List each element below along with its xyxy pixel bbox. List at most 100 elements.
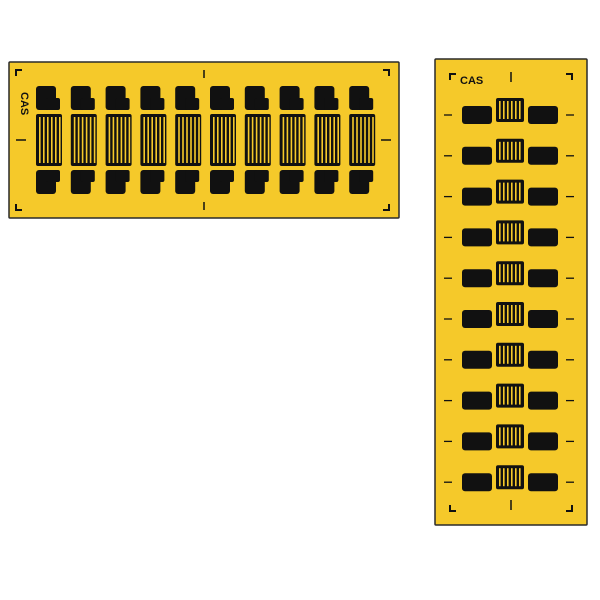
grid-gap <box>360 117 362 163</box>
horizontal-gauge <box>70 86 97 194</box>
grid-gap <box>178 117 180 163</box>
grid-gap <box>259 117 262 163</box>
horizontal-gauge <box>244 86 271 194</box>
solder-tab-neck <box>289 170 304 182</box>
grid-gap <box>81 117 84 163</box>
solder-tab-neck <box>80 170 95 182</box>
grid-gap <box>267 117 270 163</box>
solder-tab <box>528 432 558 451</box>
vertical-gauge <box>444 465 574 492</box>
grid-gap <box>190 117 192 163</box>
grid-gap <box>337 117 339 163</box>
grid-gap <box>372 117 374 163</box>
grid-gap <box>499 386 501 405</box>
grid-gap <box>507 182 509 201</box>
solder-tab-neck <box>115 170 130 182</box>
horizontal-gauge <box>175 86 202 194</box>
horizontal-gauge <box>105 86 132 194</box>
grid-gap <box>159 117 161 163</box>
grid-gap <box>503 345 505 364</box>
horizontal-gauge <box>314 86 341 194</box>
solder-tab <box>462 228 492 247</box>
grid-gap <box>519 468 521 487</box>
solder-tab-neck <box>115 98 130 110</box>
solder-tab-neck <box>359 98 374 110</box>
grid-gap <box>364 117 366 163</box>
horizontal-strip-substrate <box>8 61 400 219</box>
grid-gap <box>511 264 513 283</box>
grid-gap <box>294 117 297 163</box>
horizontal-gauge <box>279 86 306 194</box>
grid-gap <box>282 117 285 163</box>
grid-gap <box>499 141 501 160</box>
grid-gap <box>503 305 505 323</box>
grid-gap <box>194 117 196 163</box>
grid-gap <box>515 264 517 283</box>
grid-gap <box>217 117 219 163</box>
grid-gap <box>225 117 227 163</box>
solder-tab <box>462 310 492 328</box>
solder-tab <box>462 391 492 410</box>
grid-gap <box>511 305 513 323</box>
grid-gap <box>124 117 127 163</box>
grid-gap <box>507 345 509 364</box>
solder-tab-neck <box>150 98 165 110</box>
grid-gap <box>317 117 319 163</box>
vertical-gauge <box>444 261 574 288</box>
horizontal-strip-corner-marks <box>15 69 390 211</box>
grid-gap <box>352 117 354 163</box>
grid-gap <box>51 117 53 163</box>
grid-gap <box>298 117 301 163</box>
solder-tab <box>528 269 558 288</box>
grid-gap <box>499 182 501 201</box>
grid-gap <box>515 427 517 446</box>
grid-gap <box>511 141 513 160</box>
grid-gap <box>511 386 513 405</box>
grid-gap <box>503 182 505 201</box>
grid-gap <box>499 427 501 446</box>
grid-gap <box>229 117 231 163</box>
solder-tab-neck <box>324 170 339 182</box>
horizontal-gauge-row <box>36 86 376 194</box>
solder-tab-neck <box>80 98 95 110</box>
vertical-strip-substrate <box>434 58 588 526</box>
grid-gap <box>329 117 331 163</box>
grid-gap <box>147 117 149 163</box>
grid-gap <box>515 101 517 119</box>
vertical-gauge <box>444 220 574 247</box>
solder-tab <box>462 350 492 369</box>
grid-gap <box>515 141 517 160</box>
grid-gap <box>507 264 509 283</box>
grid-gap <box>198 117 200 163</box>
grid-gap <box>73 117 76 163</box>
grid-gap <box>511 345 513 364</box>
grid-gap <box>39 117 41 163</box>
grid-gap <box>511 427 513 446</box>
solder-tab-neck <box>254 98 269 110</box>
grid-gap <box>507 101 509 119</box>
grid-gap <box>519 427 521 446</box>
solder-tab <box>528 228 558 247</box>
grid-gap <box>286 117 289 163</box>
grid-gap <box>515 182 517 201</box>
solder-tab <box>462 269 492 288</box>
grid-gap <box>93 117 96 163</box>
solder-tab-neck <box>185 170 200 182</box>
grid-gap <box>503 468 505 487</box>
grid-gap <box>186 117 188 163</box>
solder-tab <box>462 106 492 124</box>
grid-gap <box>120 117 123 163</box>
grid-gap <box>155 117 157 163</box>
vertical-strain-gauge-strip: CAS <box>434 58 588 526</box>
grid-gap <box>507 141 509 160</box>
grid-gap <box>499 264 501 283</box>
grid-gap <box>499 345 501 364</box>
grid-gap <box>515 305 517 323</box>
grid-gap <box>163 117 165 163</box>
grid-gap <box>47 117 49 163</box>
grid-gap <box>325 117 327 163</box>
grid-gap <box>515 345 517 364</box>
grid-gap <box>519 345 521 364</box>
grid-gap <box>519 305 521 323</box>
